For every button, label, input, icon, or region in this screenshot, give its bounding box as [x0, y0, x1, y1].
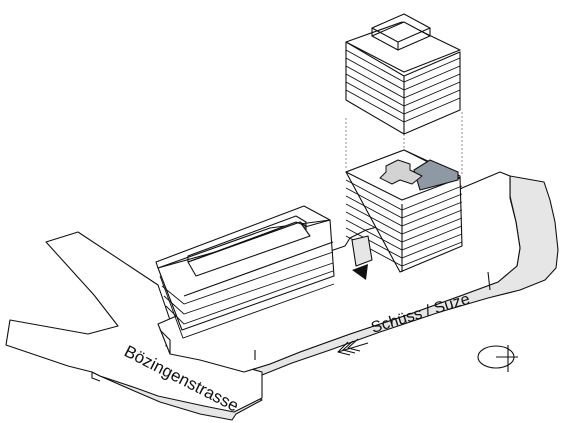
tower-base-floor-lines	[345, 179, 463, 272]
tower-base	[345, 149, 463, 273]
river-flow-arrow-icon	[337, 338, 369, 356]
north-arrow-icon	[477, 345, 518, 372]
entrance-triangle-icon	[352, 264, 368, 280]
tower-upper-floors	[345, 13, 461, 135]
tower-upper-floor-lines	[345, 49, 461, 134]
low-rise-building	[155, 205, 335, 339]
